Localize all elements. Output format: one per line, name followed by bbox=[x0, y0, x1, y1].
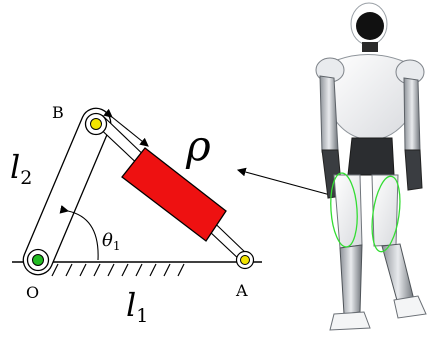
ground-hatching bbox=[51, 263, 185, 277]
actuator-cylinder bbox=[121, 147, 227, 242]
robot-figure-icon bbox=[315, 2, 427, 331]
label-point-b: B bbox=[52, 103, 64, 122]
label-link-l2: l2 bbox=[10, 148, 32, 189]
pointer-arrow bbox=[236, 167, 335, 197]
label-rho: ρ bbox=[185, 121, 211, 170]
theta-angle-arc bbox=[59, 205, 99, 261]
label-link-l1: l1 bbox=[126, 286, 148, 327]
rho-dimension-arrow bbox=[103, 108, 149, 147]
joint-a bbox=[235, 250, 255, 270]
joint-o bbox=[26, 248, 50, 272]
label-point-o: O bbox=[26, 283, 39, 302]
label-point-a: A bbox=[235, 281, 248, 300]
label-theta: θ1 bbox=[102, 230, 120, 253]
joint-b bbox=[84, 112, 108, 136]
